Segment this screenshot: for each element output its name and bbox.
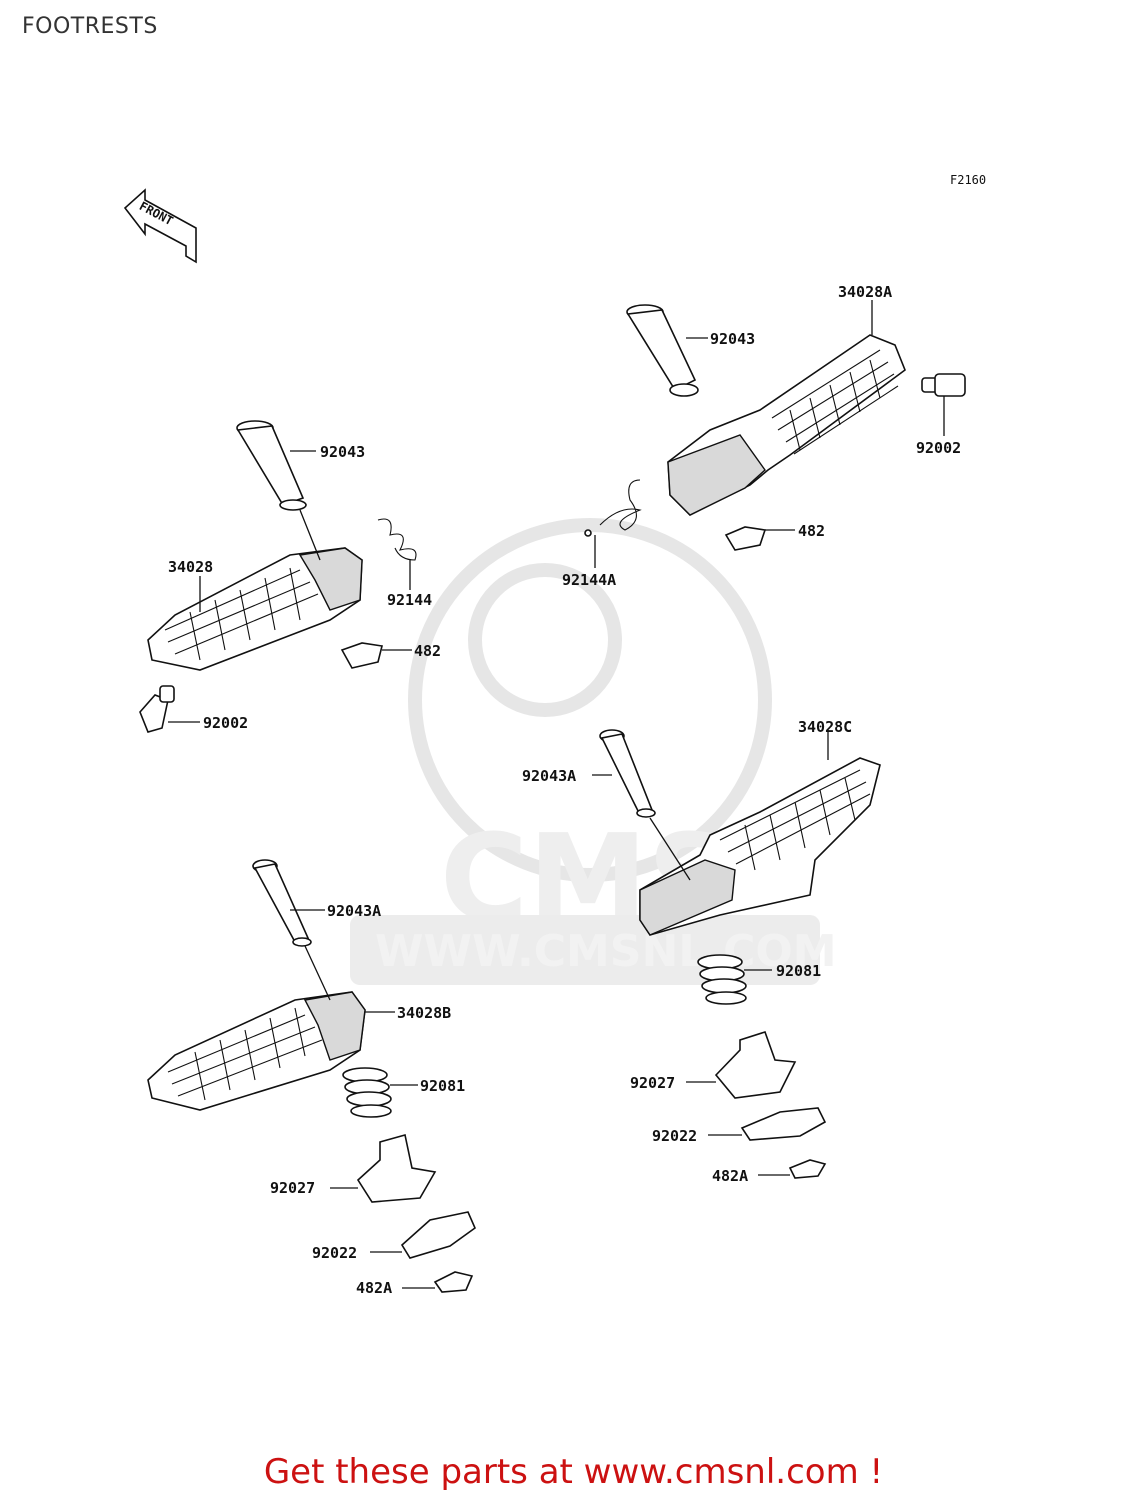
pin-92043-right (626, 304, 699, 397)
footer-link-text[interactable]: Get these parts at www.cmsnl.com ! (263, 1452, 884, 1492)
label-482A-right: 482A (712, 1167, 748, 1185)
label-92027-right: 92027 (630, 1074, 675, 1092)
footrest-34028C (639, 757, 881, 936)
label-92081-left: 92081 (420, 1077, 465, 1095)
footrest-34028 (147, 547, 363, 671)
label-92043-left: 92043 (320, 443, 365, 461)
label-92022-right: 92022 (652, 1127, 697, 1145)
label-482A-left: 482A (356, 1279, 392, 1297)
plate-92022-right (740, 1107, 827, 1141)
spring-92081-right (697, 954, 747, 1005)
watermark-url: WWW.CMSNL.COM (375, 926, 837, 977)
pin-92043A-right (599, 729, 656, 818)
pin-92043-left (236, 420, 307, 511)
bracket-92027-right (714, 1031, 797, 1099)
label-92002-left: 92002 (203, 714, 248, 732)
footrest-34028B (147, 991, 366, 1111)
label-34028B: 34028B (397, 1004, 451, 1022)
label-92022-left: 92022 (312, 1244, 357, 1262)
watermark-face (468, 563, 622, 717)
bracket-92027-left (356, 1133, 437, 1203)
label-92043-right: 92043 (710, 330, 755, 348)
watermark-ring (408, 518, 772, 882)
figure-code: F2160 (950, 173, 986, 187)
label-34028A: 34028A (838, 283, 892, 301)
washer-482A-left (433, 1271, 474, 1293)
label-34028C: 34028C (798, 718, 852, 736)
washer-482A-right (788, 1159, 827, 1179)
bolt-92002-right (921, 373, 966, 397)
label-34028: 34028 (168, 558, 213, 576)
label-92043A-right: 92043A (522, 767, 576, 785)
label-92144A: 92144A (562, 571, 616, 589)
label-482-right: 482 (798, 522, 825, 540)
spring-92144 (377, 518, 417, 561)
bolt-92002-left (139, 685, 175, 733)
page-title: FOOTRESTS (22, 14, 158, 39)
plate-92022-left (400, 1211, 476, 1259)
label-92043A-left: 92043A (327, 902, 381, 920)
label-92002-right: 92002 (916, 439, 961, 457)
spring-92081-left (342, 1067, 392, 1118)
spring-92144A (584, 479, 642, 537)
washer-482-left (340, 642, 383, 669)
watermark-banner (350, 915, 820, 985)
label-92027-left: 92027 (270, 1179, 315, 1197)
front-arrow: FRONT (123, 188, 197, 264)
label-92081-right: 92081 (776, 962, 821, 980)
washer-482-right (724, 526, 767, 551)
pin-92043A-left (252, 859, 312, 947)
footrest-34028A (667, 334, 906, 516)
label-482-left: 482 (414, 642, 441, 660)
label-92144: 92144 (387, 591, 432, 609)
